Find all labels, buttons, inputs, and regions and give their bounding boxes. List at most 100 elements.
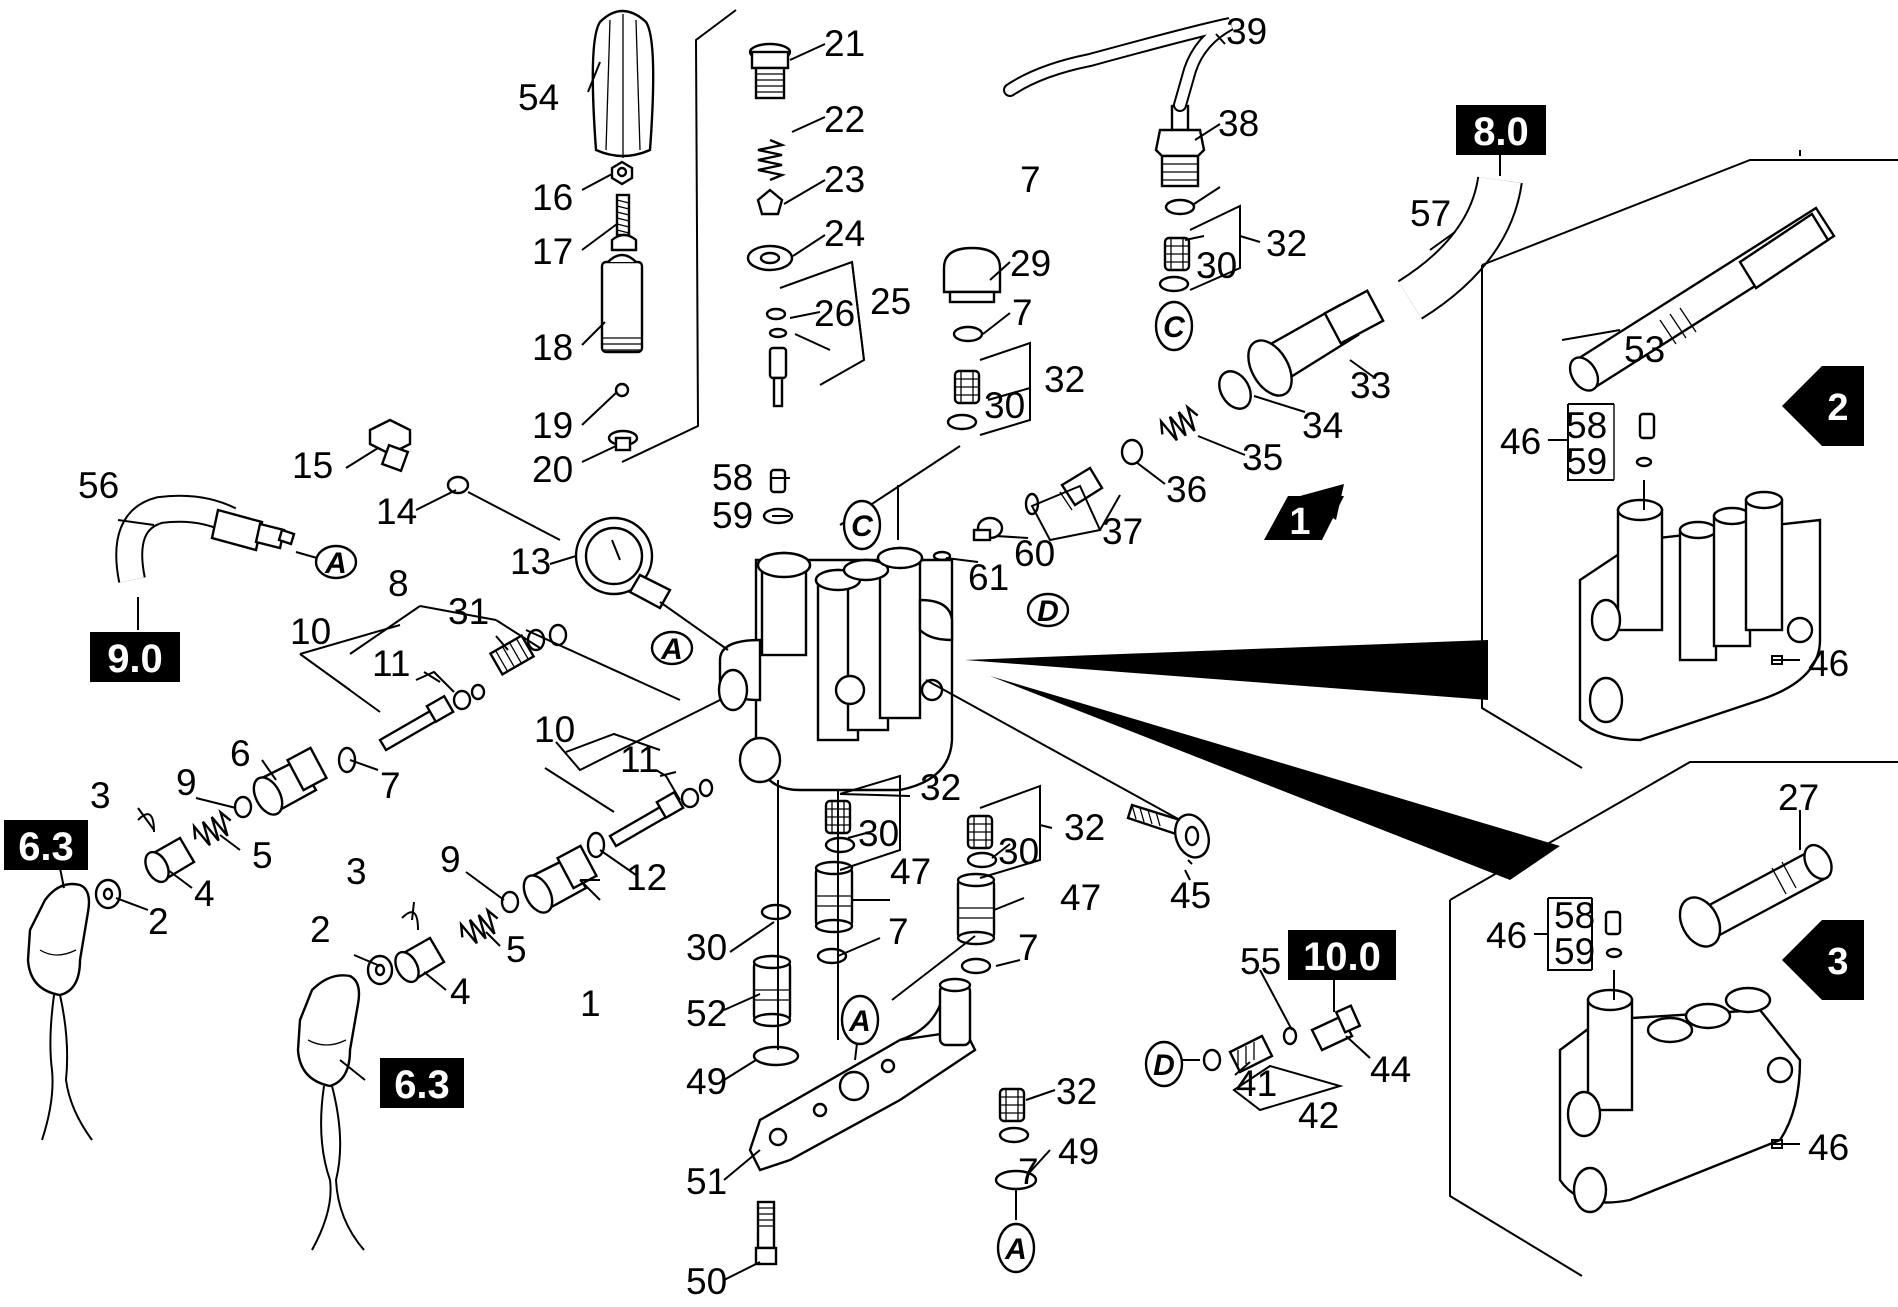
part-number: 59 bbox=[1554, 931, 1595, 972]
valve-part bbox=[394, 936, 446, 984]
reference-box: 8.0 bbox=[1456, 105, 1546, 155]
part-number: 10 bbox=[534, 709, 575, 750]
oring-part bbox=[446, 475, 470, 495]
seal-part bbox=[1605, 947, 1623, 959]
part-number: 6 bbox=[230, 733, 251, 774]
ball-part bbox=[614, 382, 630, 398]
part-number: 59 bbox=[712, 495, 753, 536]
hose-fitting-part bbox=[1154, 104, 1206, 188]
svg-text:C: C bbox=[1163, 311, 1186, 344]
part-number: 39 bbox=[1226, 11, 1267, 52]
part-number: 33 bbox=[1350, 365, 1391, 406]
connection-marker: C bbox=[1154, 300, 1194, 352]
pump-head-variant-3 bbox=[1558, 986, 1802, 1214]
oring-part bbox=[1164, 198, 1196, 216]
part-number: 1 bbox=[580, 983, 601, 1024]
part-number: 5 bbox=[252, 835, 273, 876]
part-number: 12 bbox=[626, 857, 667, 898]
part-number: 7 bbox=[1018, 1151, 1039, 1192]
part-number: 26 bbox=[814, 293, 855, 334]
part-number: 60 bbox=[1014, 533, 1055, 574]
oring-part bbox=[966, 851, 998, 869]
part-number: 7 bbox=[888, 911, 909, 952]
oring-part bbox=[1218, 370, 1252, 410]
quick-coupling-part bbox=[1247, 289, 1385, 397]
svg-text:6.3: 6.3 bbox=[394, 1063, 450, 1107]
oring-part bbox=[824, 836, 856, 854]
oring-part bbox=[752, 1045, 800, 1067]
part-number: 32 bbox=[1044, 359, 1085, 400]
pressure-gauge-part bbox=[574, 516, 672, 610]
part-number: 18 bbox=[532, 327, 573, 368]
washer-part bbox=[94, 878, 122, 910]
part-number: 7 bbox=[1018, 927, 1039, 968]
part-number: 30 bbox=[858, 813, 899, 854]
part-number: 15 bbox=[292, 445, 333, 486]
part-number: 32 bbox=[1056, 1071, 1097, 1112]
oring-part bbox=[952, 325, 984, 343]
oring-part bbox=[337, 746, 357, 774]
part-number: 19 bbox=[532, 405, 573, 446]
reference-box: 6.3 bbox=[4, 820, 88, 870]
part-number: 2 bbox=[310, 909, 331, 950]
pump-head-part bbox=[717, 546, 954, 792]
svg-text:10.0: 10.0 bbox=[1303, 935, 1381, 979]
connection-marker: C bbox=[842, 499, 882, 551]
part-number: 58 bbox=[1566, 405, 1607, 446]
svg-text:C: C bbox=[851, 510, 874, 543]
svg-text:1: 1 bbox=[1289, 501, 1310, 543]
cartridge-part bbox=[814, 860, 854, 934]
check-valve-part bbox=[488, 633, 536, 677]
pressure-switch-part bbox=[296, 974, 365, 1251]
reference-box: 10.0 bbox=[1288, 930, 1396, 980]
part-number: 31 bbox=[448, 591, 489, 632]
part-number: 9 bbox=[440, 839, 461, 880]
part-number: 47 bbox=[1060, 877, 1101, 918]
sleeve-part bbox=[752, 954, 792, 1028]
connection-marker: A bbox=[650, 630, 694, 666]
threaded-rod-part bbox=[615, 193, 631, 237]
part-number: 4 bbox=[450, 971, 471, 1012]
washer-part bbox=[500, 890, 520, 914]
check-valve-part bbox=[966, 814, 994, 850]
valve-piston-part bbox=[768, 346, 788, 408]
washer-part bbox=[1120, 438, 1144, 466]
part-number: 47 bbox=[890, 851, 931, 892]
part-number: 53 bbox=[1624, 329, 1665, 370]
reference-box: 6.3 bbox=[380, 1058, 464, 1108]
svg-text:9.0: 9.0 bbox=[107, 637, 163, 681]
part-number: 9 bbox=[176, 762, 197, 803]
part-number: 21 bbox=[824, 23, 865, 64]
part-number: 38 bbox=[1218, 103, 1259, 144]
seal-part bbox=[765, 307, 788, 339]
reference-box: 9.0 bbox=[90, 632, 180, 682]
part-number: 46 bbox=[1486, 915, 1527, 956]
svg-text:D: D bbox=[1153, 1049, 1175, 1082]
detail-frame bbox=[1481, 159, 1898, 266]
nut-part bbox=[746, 244, 794, 272]
part-number: 22 bbox=[824, 99, 865, 140]
oring-part bbox=[698, 778, 714, 798]
clip-part bbox=[137, 813, 155, 833]
part-number: 46 bbox=[1500, 421, 1541, 462]
cartridge-part bbox=[956, 872, 996, 946]
clip-part bbox=[401, 911, 419, 931]
oring-part bbox=[680, 787, 700, 809]
part-number: 54 bbox=[518, 77, 559, 118]
part-number: 57 bbox=[1410, 193, 1451, 234]
part-number: 7 bbox=[380, 765, 401, 806]
variant-arrow-1: 1 bbox=[1264, 484, 1344, 543]
valve-seat-part bbox=[607, 429, 639, 452]
svg-text:A: A bbox=[848, 1005, 871, 1038]
pump-head-variant-2 bbox=[1578, 490, 1822, 742]
part-number: 61 bbox=[968, 557, 1009, 598]
oring-part bbox=[470, 683, 486, 701]
hose-fitting-part bbox=[1310, 1004, 1362, 1052]
svg-text:A: A bbox=[660, 633, 683, 666]
part-number: 36 bbox=[1166, 469, 1207, 510]
part-number: 11 bbox=[620, 739, 658, 780]
svg-text:3: 3 bbox=[1827, 941, 1848, 983]
check-valve-part bbox=[1163, 236, 1191, 272]
unloader-knob-part bbox=[591, 9, 655, 158]
part-number: 14 bbox=[376, 491, 417, 532]
